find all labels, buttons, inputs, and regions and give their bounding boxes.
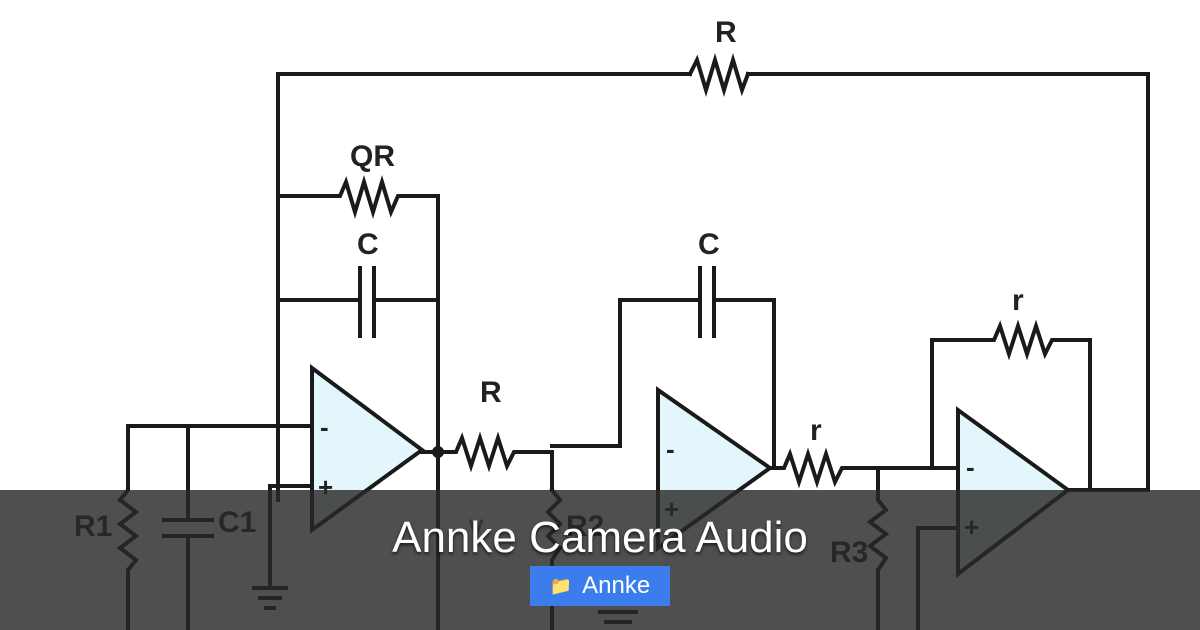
- label-r-middle: R: [480, 376, 502, 409]
- label-qr: QR: [350, 140, 395, 173]
- label-c-stage-2: C: [698, 228, 720, 261]
- opamp-3-minus: -: [966, 452, 975, 482]
- capacitor-stage-2: [550, 266, 776, 470]
- title-overlay: [0, 490, 1200, 630]
- label-r-small-2: r: [1012, 284, 1024, 317]
- opamp-1-minus: -: [320, 412, 329, 442]
- label-r-top: R: [715, 16, 737, 49]
- small-resistor-2: [930, 319, 1092, 492]
- category-tag[interactable]: 📁 Annke: [530, 566, 670, 606]
- label-r-small-1: r: [810, 414, 822, 447]
- capacitor-stage-1: [276, 266, 440, 338]
- opamp-2-minus: -: [666, 434, 675, 464]
- category-tag-label: Annke: [582, 572, 651, 599]
- folder-icon: 📁: [549, 576, 573, 596]
- label-c-stage-1: C: [357, 228, 379, 261]
- page-title: Annke Camera Audio: [392, 513, 808, 562]
- qr-resistor: [276, 175, 440, 454]
